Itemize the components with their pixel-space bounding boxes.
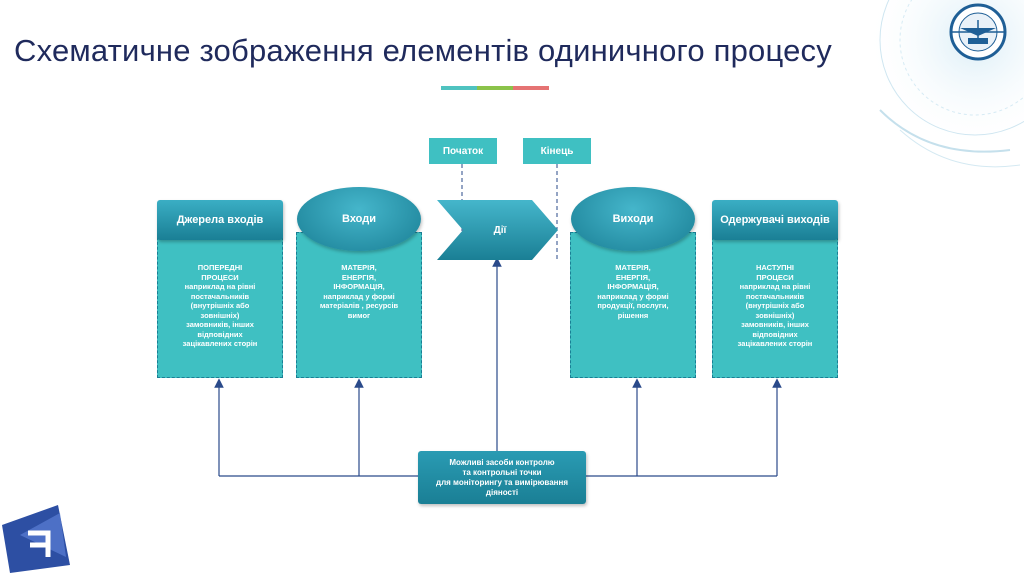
inputs-line: матеріалів , ресурсів	[319, 301, 399, 310]
receivers-line: (внутрішніх або	[745, 301, 805, 310]
receivers-line: ПРОЦЕСИ	[756, 272, 794, 282]
control-line: Можливі засоби контролю	[449, 457, 555, 467]
control-line: та контрольні точки	[462, 467, 542, 477]
sources-line: ПРОЦЕСИ	[201, 272, 239, 282]
sources-line: відповідних	[197, 329, 243, 339]
inputs-line: ІНФОРМАЦІЯ,	[333, 282, 385, 291]
accent-segment-3	[513, 86, 549, 90]
receivers-line: відповідних	[752, 329, 798, 339]
receivers-header: Одержувачі виходів	[712, 200, 838, 240]
receivers-line: замовників, інших	[741, 320, 809, 329]
outputs-line: МАТЕРІЯ,	[615, 263, 651, 272]
inputs-line: ЕНЕРГІЯ,	[341, 272, 377, 282]
inputs-header: Входи	[297, 187, 421, 251]
outputs-header: Виходи	[571, 187, 695, 251]
globe-arc	[879, 109, 1011, 153]
globe-arc	[899, 129, 1021, 168]
outputs-line: ІНФОРМАЦІЯ,	[607, 282, 659, 291]
actions-chevron	[437, 200, 558, 260]
control-box: Можливі засоби контролю та контрольні то…	[418, 451, 586, 504]
outputs-line: наприклад у формі	[597, 291, 669, 301]
title-accent-bar	[441, 86, 549, 90]
corner-logo-icon	[2, 505, 70, 573]
receivers-line: наприклад на рівні	[739, 282, 811, 291]
outputs-line: продукції, послуги,	[597, 301, 669, 310]
sources-line: зацікавлених сторін	[182, 339, 258, 348]
receivers-line: зацікавлених сторін	[737, 339, 813, 348]
sources-line: ПОПЕРЕДНІ	[197, 263, 243, 272]
sources-header: Джерела входів	[157, 200, 283, 240]
inputs-line: МАТЕРІЯ,	[341, 263, 377, 272]
receivers-body: НАСТУПНІ ПРОЦЕСИ наприклад на рівні пост…	[712, 232, 838, 378]
inputs-body: МАТЕРІЯ, ЕНЕРГІЯ, ІНФОРМАЦІЯ, наприклад …	[296, 232, 422, 378]
globe-ring	[879, 0, 1024, 136]
sources-line: наприклад на рівні	[184, 282, 256, 291]
page-title: Схематичне зображення елементів одинично…	[14, 33, 832, 68]
sources-line: постачальників	[190, 291, 250, 301]
accent-segment-2	[477, 86, 513, 90]
receivers-line: постачальників	[745, 291, 805, 301]
actions-label: Дії	[493, 224, 507, 236]
receivers-line: зовнішніх)	[755, 310, 795, 320]
outputs-body: МАТЕРІЯ, ЕНЕРГІЯ, ІНФОРМАЦІЯ, наприклад …	[570, 232, 696, 378]
control-line: діяності	[485, 487, 519, 497]
sources-line: зовнішніх)	[200, 310, 240, 320]
sources-body: ПОПЕРЕДНІ ПРОЦЕСИ наприклад на рівні пос…	[157, 232, 283, 378]
receivers-line: НАСТУПНІ	[755, 263, 794, 272]
outputs-line: рішення	[617, 310, 649, 320]
inputs-line: вимог	[347, 310, 371, 320]
university-emblem-icon	[949, 3, 1007, 61]
end-label: Кінець	[523, 138, 591, 164]
outputs-line: ЕНЕРГІЯ,	[615, 272, 651, 282]
start-label: Початок	[429, 138, 497, 164]
accent-segment-1	[441, 86, 477, 90]
globe-ring	[899, 0, 1024, 116]
sources-line: замовників, інших	[186, 320, 254, 329]
control-line: для моніторингу та вимірювання	[435, 477, 569, 487]
inputs-line: наприклад у формі	[323, 291, 395, 301]
sources-line: (внутрішніх або	[190, 301, 250, 310]
